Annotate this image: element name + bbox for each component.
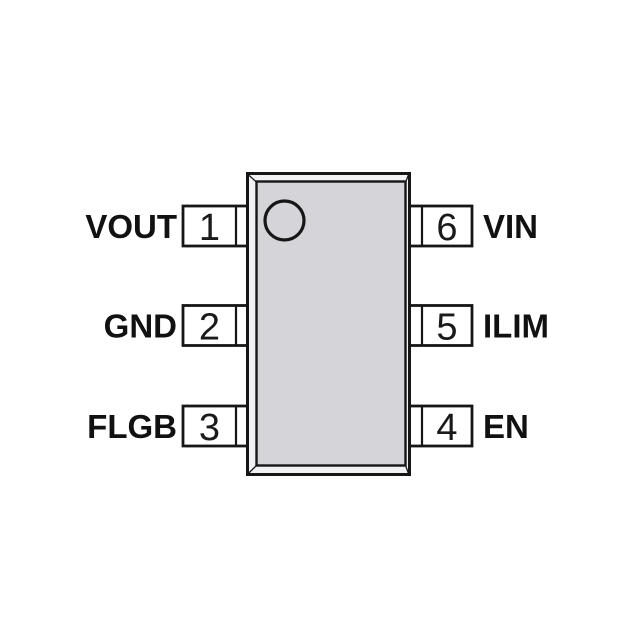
pin-box-6	[407, 204, 474, 248]
pin-label-gnd: GND	[104, 308, 177, 345]
pin-lead-3	[181, 404, 251, 448]
pin-number-3: 3	[199, 407, 220, 449]
pin1-indicator-dot-icon	[263, 199, 306, 242]
pin-box-1	[181, 204, 251, 248]
pin-box-4	[407, 404, 474, 448]
pin-label-flgb: FLGB	[87, 408, 177, 445]
pin-label-ilim: ILIM	[483, 308, 549, 345]
pin-number-4: 4	[436, 407, 457, 449]
pin-number-5: 5	[436, 307, 457, 349]
pin-box-3	[181, 404, 251, 448]
pin-number-2: 2	[199, 307, 220, 349]
pin-lead-1	[181, 204, 251, 248]
pin-label-vin: VIN	[483, 208, 538, 245]
pin-label-vout: VOUT	[85, 208, 177, 245]
chip-body	[246, 172, 411, 476]
pin-lead-6	[407, 204, 474, 248]
pin-lead-4	[407, 404, 474, 448]
pin-number-1: 1	[199, 207, 220, 249]
pin-number-6: 6	[436, 207, 457, 249]
pin-label-en: EN	[483, 408, 529, 445]
